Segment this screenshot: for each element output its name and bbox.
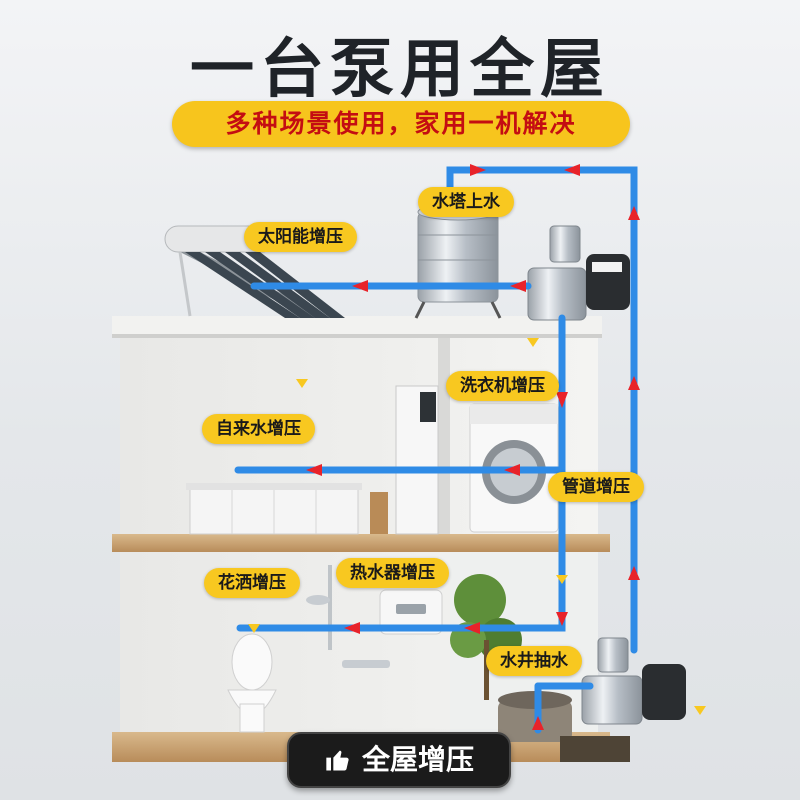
label-washing-machine: 洗衣机增压 xyxy=(446,371,559,401)
marker-triangle xyxy=(296,379,308,388)
flow-arrows xyxy=(306,164,640,730)
page-title: 一台泵用全屋 xyxy=(190,33,610,107)
subtitle-pill: 多种场景使用，家用一机解决 xyxy=(172,101,630,147)
label-shower: 花洒增压 xyxy=(204,568,300,598)
label-water-tower: 水塔上水 xyxy=(418,187,514,217)
bottom-pump-illustration xyxy=(581,637,686,725)
marker-triangle xyxy=(694,706,706,715)
water-heater-illustration xyxy=(379,589,443,635)
label-tap-water: 自来水增压 xyxy=(202,414,315,444)
label-solar: 太阳能增压 xyxy=(244,222,357,252)
marker-triangle xyxy=(556,575,568,584)
fridge-illustration xyxy=(395,385,439,535)
label-water-heater: 热水器增压 xyxy=(336,558,449,588)
water-tower-illustration xyxy=(414,203,502,319)
whole-house-badge: 全屋增压 xyxy=(287,732,511,788)
label-pipeline: 管道增压 xyxy=(548,472,644,502)
shower-illustration xyxy=(306,565,390,668)
label-well-pump: 水井抽水 xyxy=(486,646,582,676)
marker-triangle xyxy=(527,338,539,347)
toilet-illustration xyxy=(227,633,277,733)
kitchen-counter-illustration xyxy=(186,483,388,535)
thumbs-up-icon xyxy=(326,750,349,771)
marker-triangle xyxy=(248,624,260,633)
badge-label: 全屋增压 xyxy=(361,743,474,776)
well-illustration xyxy=(498,691,630,762)
roof-slab xyxy=(112,316,602,338)
top-pump-illustration xyxy=(527,225,630,321)
wooden-floor-1 xyxy=(112,534,610,552)
